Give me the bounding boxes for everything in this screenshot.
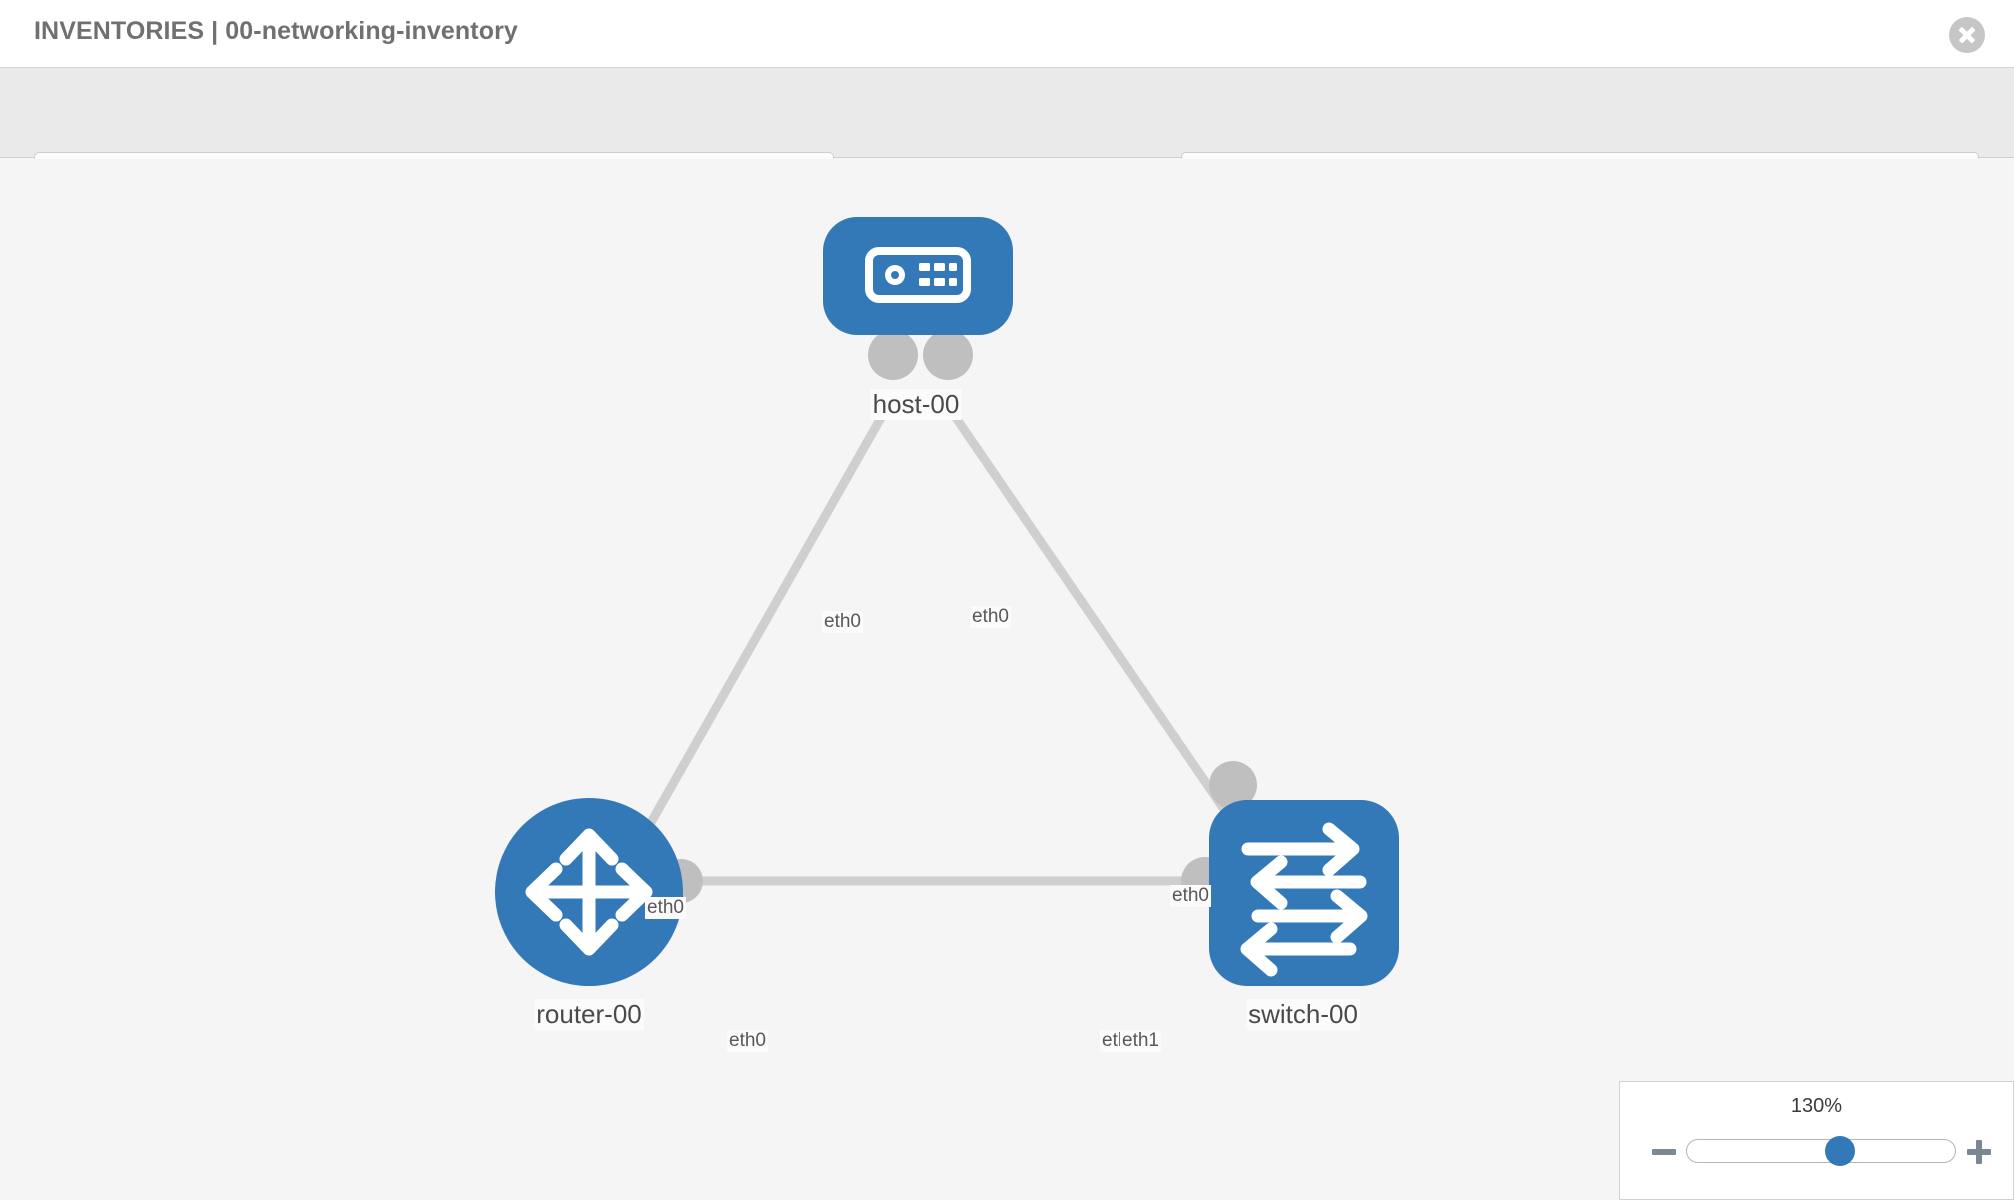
close-icon[interactable] <box>1949 17 1985 53</box>
zoom-in-button[interactable] <box>1965 1138 1993 1166</box>
interface-label: eth1 <box>1120 1030 1161 1052</box>
interface-label: eth0 <box>1170 885 1211 907</box>
node-label-switch-00: switch-00 <box>1246 999 1360 1030</box>
interface-label: eth0 <box>645 897 686 919</box>
zoom-control: 130% <box>1619 1081 2014 1200</box>
node-host-00 <box>823 217 1013 335</box>
topology-canvas[interactable]: host-00 router-00 switch-00 eth0 eth0 et… <box>0 159 2014 1200</box>
zoom-level-label: 130% <box>1790 1095 1843 1117</box>
node-switch-00 <box>1209 800 1399 986</box>
interface-label: eth0 <box>727 1030 768 1052</box>
topology-links <box>600 406 1290 886</box>
node-router-00 <box>495 798 683 986</box>
interface-label: eth0 <box>822 611 863 633</box>
topology-graph <box>495 217 1399 986</box>
toolbar: ACTIONS SEARCH <box>0 68 2014 201</box>
node-label-host-00: host-00 <box>870 389 962 420</box>
interface-label: eth0 <box>970 606 1011 628</box>
link-host-switch <box>946 406 1262 862</box>
page-header: INVENTORIES | 00-networking-inventory <box>0 0 2014 68</box>
page-title: INVENTORIES | 00-networking-inventory <box>34 17 518 45</box>
zoom-slider-thumb[interactable] <box>1824 1136 1855 1166</box>
stub-host-right <box>923 330 973 380</box>
stub-host-left <box>868 330 918 380</box>
stub-switch-top <box>1209 761 1257 809</box>
node-label-router-00: router-00 <box>534 999 644 1030</box>
zoom-out-button[interactable] <box>1650 1138 1678 1166</box>
link-host-router <box>616 406 890 880</box>
zoom-slider-track[interactable] <box>1686 1136 1956 1166</box>
